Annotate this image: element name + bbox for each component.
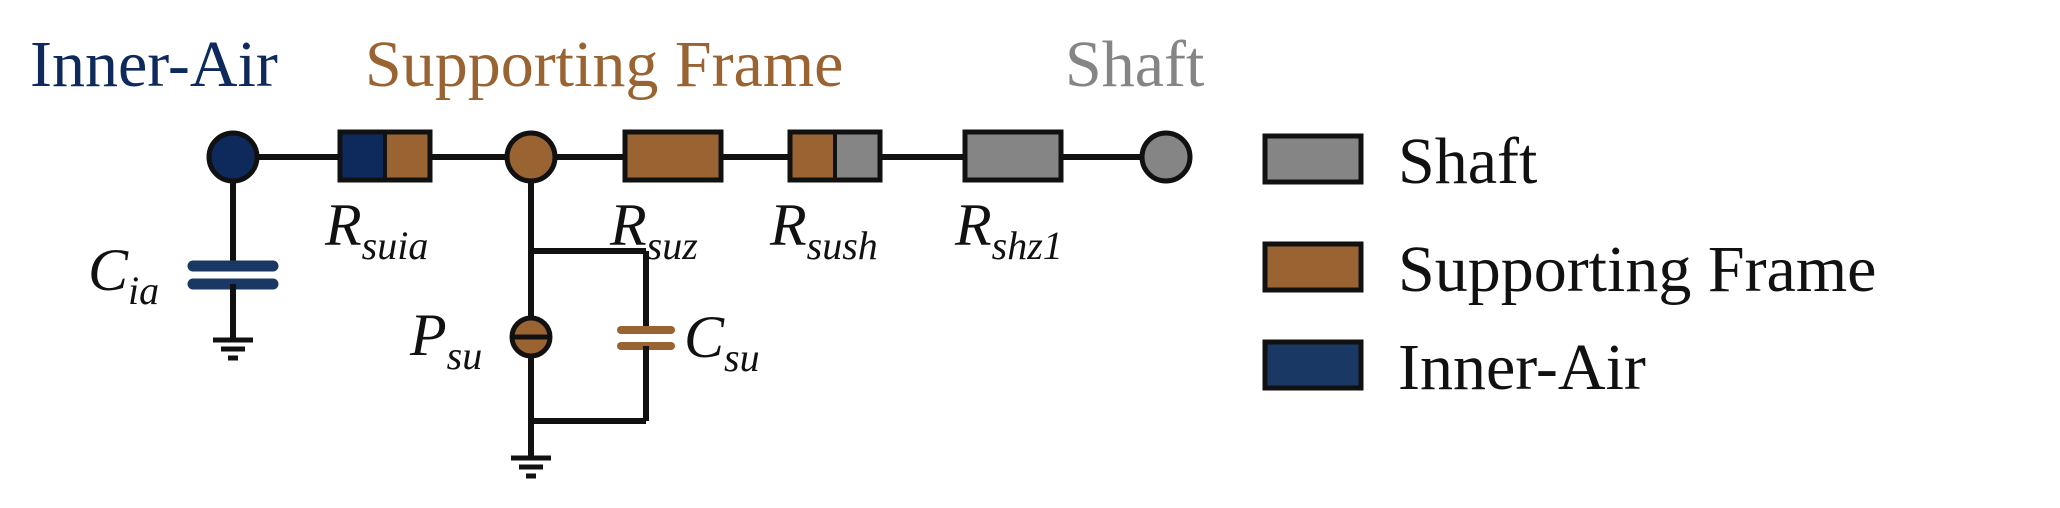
ground-icon — [511, 455, 551, 479]
rsush-shaft-half — [835, 132, 880, 180]
legend-label-supporting-frame: Supporting Frame — [1398, 233, 1876, 306]
rsush-label: Rsush — [769, 192, 878, 268]
supporting-frame-title: Supporting Frame — [365, 28, 843, 101]
rsuz-resistor — [622, 129, 724, 183]
rshz1-label: Rshz1 — [954, 192, 1063, 268]
legend-swatch-shaft — [1262, 133, 1364, 185]
legend-label-inner-air: Inner-Air — [1398, 331, 1646, 404]
rsuia-label: Rsuia — [324, 192, 428, 268]
shaft-node — [1139, 130, 1193, 184]
ground-icon — [213, 337, 253, 361]
supporting-frame-node — [504, 130, 558, 184]
inner-air-title: Inner-Air — [30, 28, 278, 101]
legend-swatch-supporting-frame — [1262, 241, 1364, 293]
psu-label: Psu — [409, 302, 482, 378]
cia-label: Cia — [88, 237, 159, 313]
rsuia-frame-half — [385, 132, 430, 180]
legend: Shaft Supporting Frame Inner-Air — [1262, 125, 1876, 404]
rshz1-resistor — [962, 129, 1064, 183]
rsuz-label: Rsuz — [609, 192, 698, 268]
inner-air-node — [206, 130, 260, 184]
legend-label-shaft: Shaft — [1398, 125, 1537, 198]
rsush-frame-half — [790, 132, 835, 180]
legend-swatch-inner-air — [1262, 339, 1364, 391]
shaft-title: Shaft — [1065, 28, 1204, 101]
csu-label: Csu — [684, 304, 760, 380]
rsuia-inner-air-half — [340, 132, 385, 180]
